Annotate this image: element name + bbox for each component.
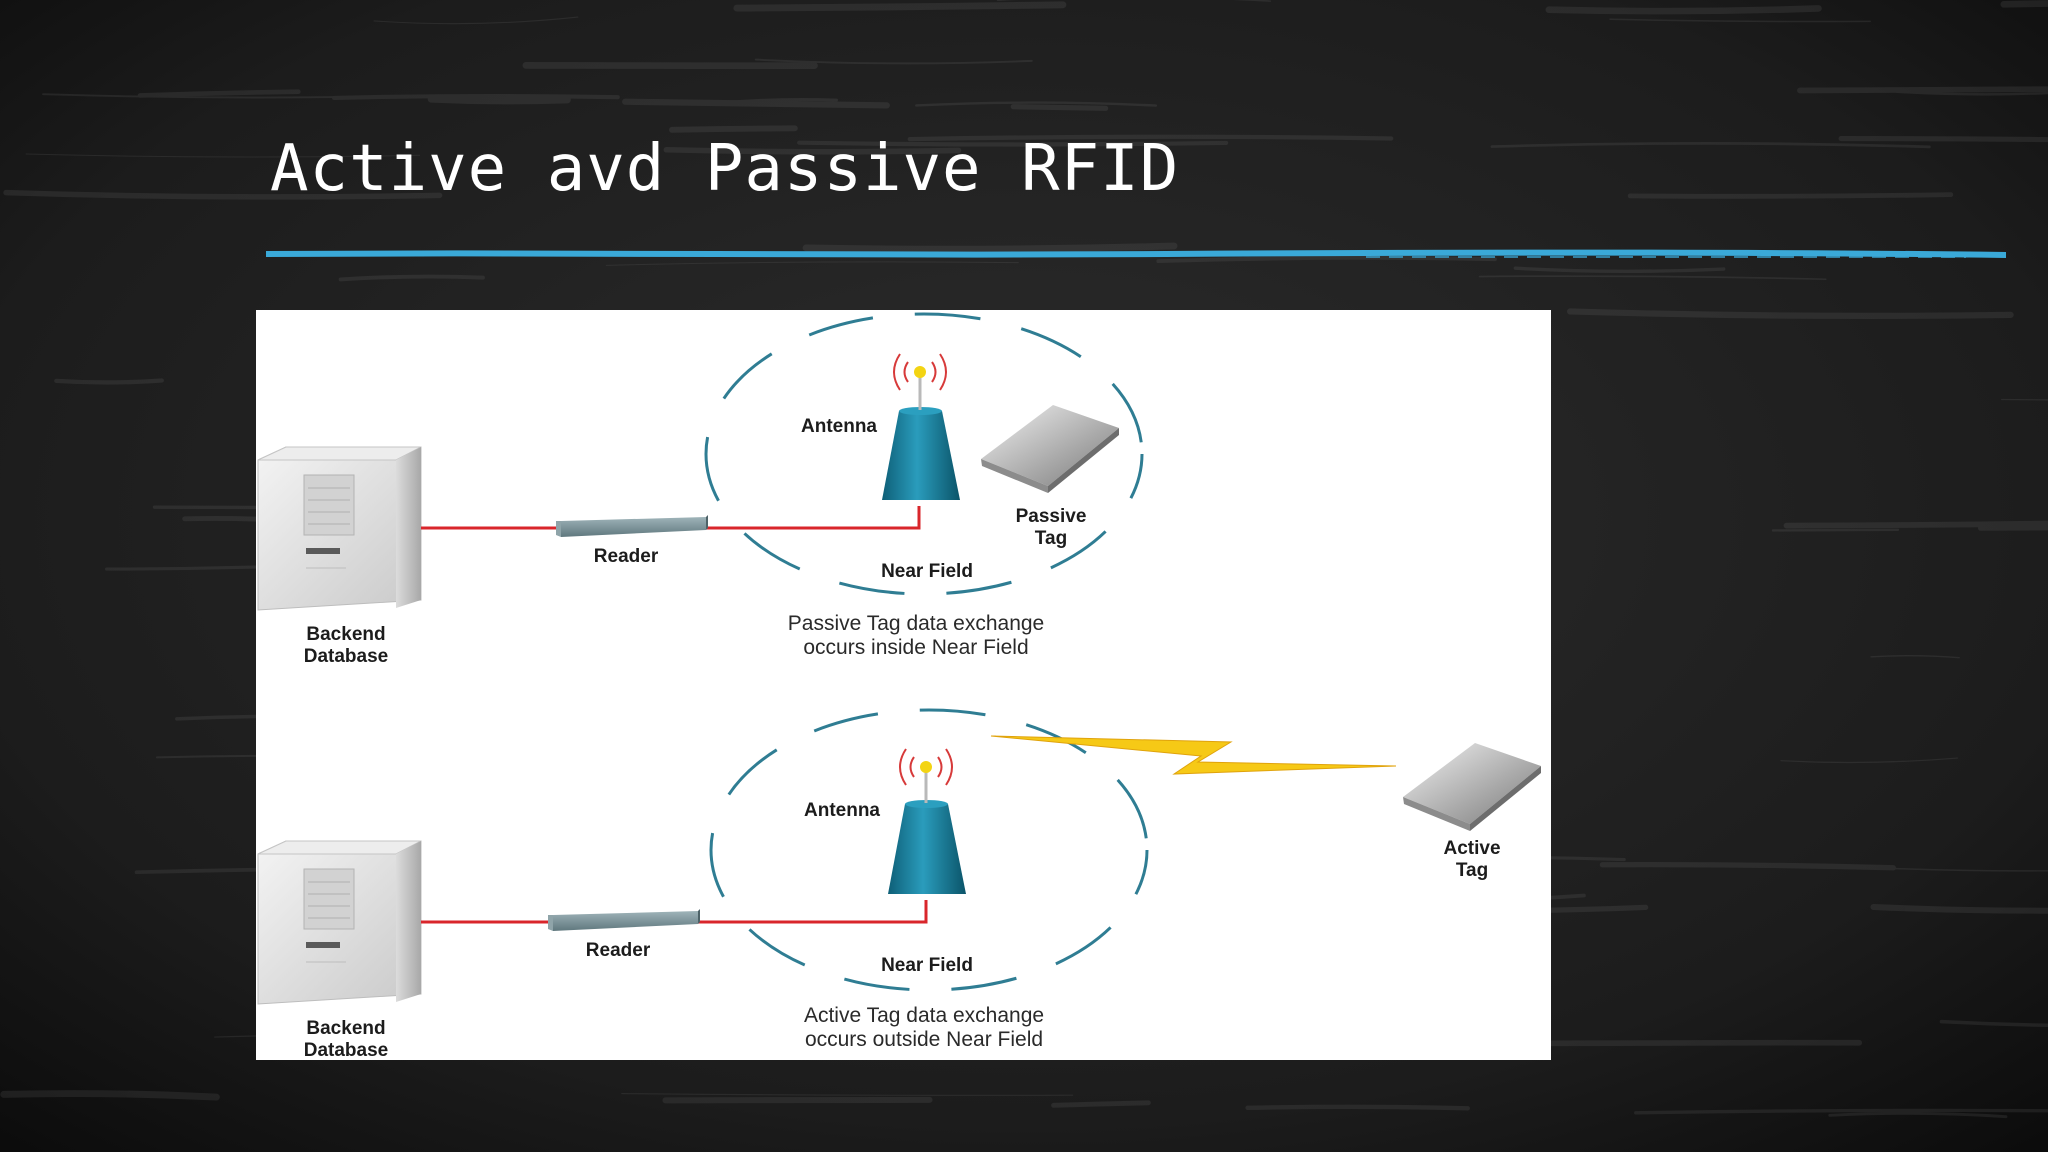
active-antenna-icon bbox=[888, 748, 966, 894]
active-tag-icon bbox=[1403, 743, 1541, 831]
active-near-field-label: Near Field bbox=[881, 955, 973, 976]
passive-antenna-icon bbox=[882, 353, 960, 500]
active-reader-icon bbox=[548, 909, 700, 931]
passive-reader-icon bbox=[556, 515, 708, 537]
active-near-field-ring bbox=[709, 708, 1149, 992]
passive-reader-label: Reader bbox=[593, 546, 659, 567]
passive-near-field-label: Near Field bbox=[881, 561, 973, 582]
passive-section bbox=[257, 312, 1144, 611]
title-underline bbox=[266, 249, 2006, 258]
active-reader-label: Reader bbox=[585, 940, 651, 961]
passive-near-field-ring bbox=[704, 312, 1144, 596]
active-antenna-label: Antenna bbox=[804, 800, 880, 821]
passive-backend-server-icon bbox=[257, 446, 422, 611]
active-section bbox=[257, 708, 1541, 1005]
slide-title: Active avd Passive RFID bbox=[270, 132, 1180, 206]
active-backend-server-icon bbox=[257, 840, 422, 1005]
passive-tag-icon bbox=[981, 405, 1119, 493]
passive-antenna-label: Antenna bbox=[801, 416, 877, 437]
lightning-signal-icon bbox=[990, 735, 1397, 775]
